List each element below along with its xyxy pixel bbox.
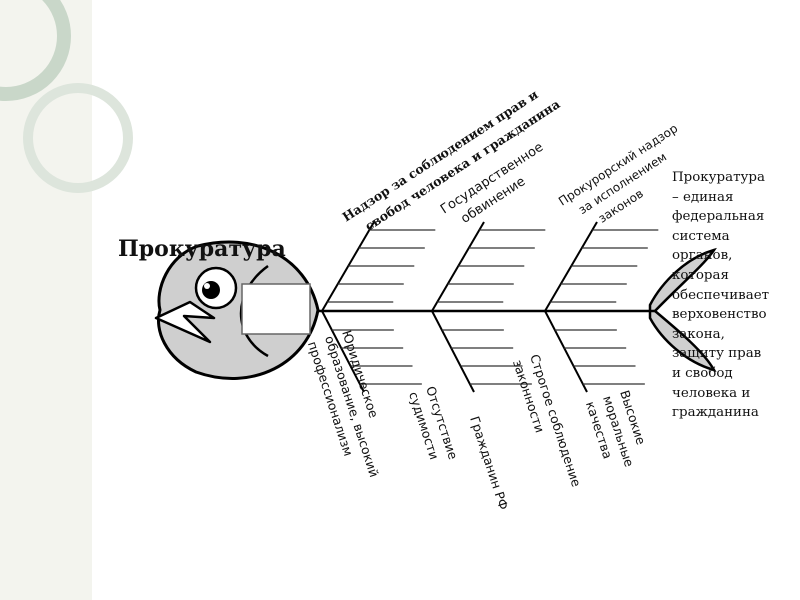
definition-line-11: и свобод — [672, 364, 798, 384]
definition-line-9: закона, — [672, 325, 798, 345]
head-label-box — [242, 284, 310, 334]
definition-line-2: – единая — [672, 188, 798, 208]
definition-line-13: гражданина — [672, 403, 798, 423]
definition-line-12: человека и — [672, 384, 798, 404]
fish-eye — [196, 268, 236, 308]
definition-line-5: органов, — [672, 246, 798, 266]
definition-line-8: верховенство — [672, 305, 798, 325]
bottom-branch-4: Строгое соблюдение законности — [510, 352, 584, 494]
definition-text: Прокуратура – единая федеральная система… — [672, 168, 798, 423]
rib-lines — [322, 222, 658, 392]
definition-line-3: федеральная — [672, 207, 798, 227]
bottom-branch-5: Высокие моральные качества — [583, 388, 654, 474]
bottom-branch-1: Юридическое образование, высокий професс… — [305, 328, 399, 484]
bottom-branch-3-line-1: Гражданин РФ — [467, 414, 511, 512]
lower-bone-2 — [432, 311, 474, 392]
diagram-title: Прокуратура — [118, 236, 286, 262]
definition-line-6: которая — [672, 266, 798, 286]
definition-line-7: обеспечивает — [672, 286, 798, 306]
definition-line-4: система — [672, 227, 798, 247]
definition-line-10: защиту прав — [672, 344, 798, 364]
bottom-branch-2: Отсутствие судимости — [406, 384, 461, 467]
definition-line-1: Прокуратура — [672, 168, 798, 188]
bottom-branch-3: Гражданин РФ — [467, 414, 511, 512]
